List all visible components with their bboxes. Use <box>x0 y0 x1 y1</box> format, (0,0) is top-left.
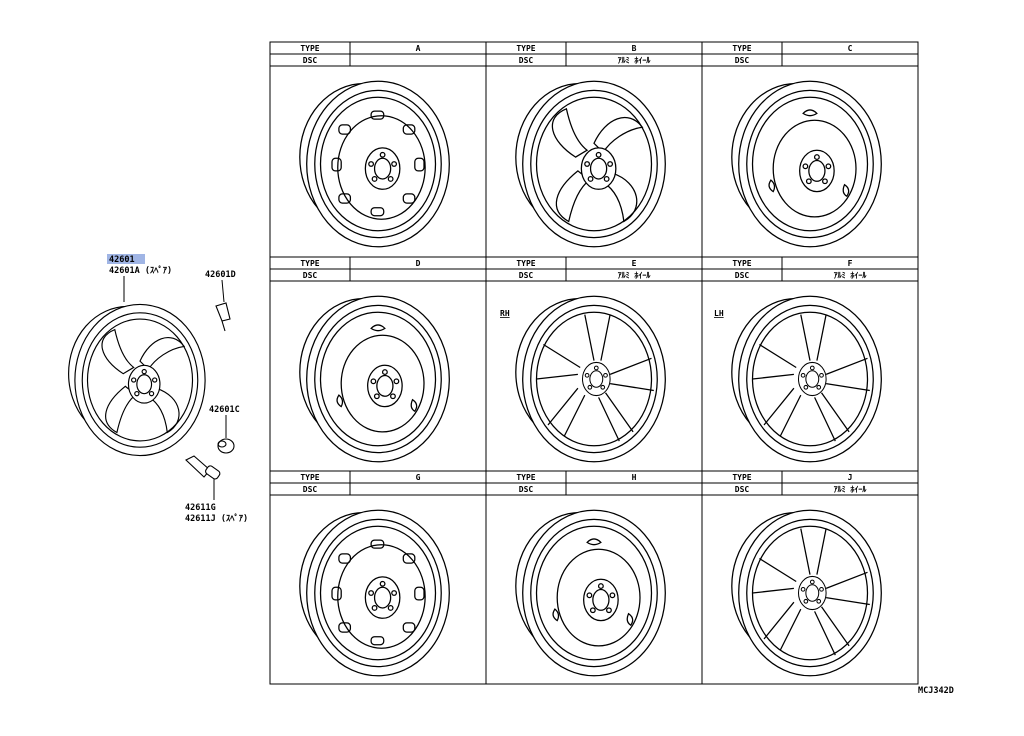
dsc-value-e: ｱﾙﾐ ﾎｲｰﾙ <box>618 271 652 280</box>
type-label: TYPE <box>732 44 751 53</box>
callout-42601d[interactable]: 42601D <box>205 270 236 280</box>
type-value-f: F <box>848 259 853 268</box>
callout-42611j[interactable]: 42611J (ｽﾍﾟｱ) <box>185 513 248 524</box>
type-label: TYPE <box>732 259 751 268</box>
drawing-code: MCJ342D <box>918 686 954 696</box>
callout-42601c[interactable]: 42601C <box>209 405 240 415</box>
type-label: TYPE <box>516 473 535 482</box>
type-label: TYPE <box>516 44 535 53</box>
header-type-f: TYPE DSC F ｱﾙﾐ ﾎｲｰﾙ <box>702 257 918 282</box>
wheel-drawing-type-f[interactable] <box>732 296 882 462</box>
dsc-label: DSC <box>519 485 534 494</box>
dsc-value-f: ｱﾙﾐ ﾎｲｰﾙ <box>834 271 868 280</box>
dsc-label: DSC <box>303 271 318 280</box>
type-value-j: J <box>848 473 853 482</box>
type-value-c: C <box>848 44 853 53</box>
callout-42611g[interactable]: 42611G <box>185 503 216 513</box>
wheel-weight-drawing <box>215 302 231 332</box>
type-label: TYPE <box>300 259 319 268</box>
dsc-label: DSC <box>303 56 318 65</box>
header-type-b: TYPE DSC B ｱﾙﾐ ﾎｲｰﾙ <box>486 42 702 67</box>
main-part-spare[interactable]: 42601A (ｽﾍﾟｱ) <box>109 265 172 276</box>
dsc-label: DSC <box>519 271 534 280</box>
type-label: TYPE <box>732 473 751 482</box>
type-label: TYPE <box>516 259 535 268</box>
type-value-h: H <box>632 473 637 482</box>
wheel-drawing-type-h[interactable] <box>516 510 666 676</box>
main-wheel-drawing <box>69 304 205 455</box>
dsc-value-j: ｱﾙﾐ ﾎｲｰﾙ <box>834 485 868 494</box>
valve-stem-drawing <box>185 455 221 500</box>
wheel-drawing-type-e[interactable] <box>516 296 666 462</box>
main-part-number[interactable]: 42601 <box>109 255 135 265</box>
header-type-g: TYPE DSC G <box>270 471 486 496</box>
lh-label: LH <box>714 309 724 318</box>
header-type-c: TYPE DSC C <box>702 42 918 67</box>
dsc-label: DSC <box>519 56 534 65</box>
wheel-drawing-type-a[interactable] <box>300 81 450 247</box>
wheel-type-grid <box>269 41 919 685</box>
dsc-label: DSC <box>303 485 318 494</box>
wheel-drawing-type-j[interactable] <box>732 510 882 676</box>
header-type-d: TYPE DSC D <box>270 257 486 282</box>
header-type-e: TYPE DSC E ｱﾙﾐ ﾎｲｰﾙ <box>486 257 702 282</box>
type-label: TYPE <box>300 473 319 482</box>
wheel-drawing-type-c[interactable] <box>732 81 882 247</box>
dsc-value-b: ｱﾙﾐ ﾎｲｰﾙ <box>618 56 652 65</box>
type-value-d: D <box>416 259 421 268</box>
wheel-drawing-type-b[interactable] <box>516 81 666 247</box>
type-value-g: G <box>416 473 421 482</box>
dsc-label: DSC <box>735 271 750 280</box>
type-value-e: E <box>632 259 637 268</box>
type-value-b: B <box>632 44 637 53</box>
type-label: TYPE <box>300 44 319 53</box>
dsc-label: DSC <box>735 56 750 65</box>
type-value-a: A <box>416 44 421 53</box>
header-type-a: TYPE DSC A <box>270 42 486 67</box>
header-type-j: TYPE DSC J ｱﾙﾐ ﾎｲｰﾙ <box>702 471 918 496</box>
dsc-label: DSC <box>735 485 750 494</box>
header-type-h: TYPE DSC H <box>486 471 702 496</box>
wheel-drawing-type-d[interactable] <box>300 296 450 462</box>
wheel-nut-drawing <box>217 438 235 454</box>
wheel-drawing-type-g[interactable] <box>300 510 450 676</box>
rh-label: RH <box>500 309 510 318</box>
